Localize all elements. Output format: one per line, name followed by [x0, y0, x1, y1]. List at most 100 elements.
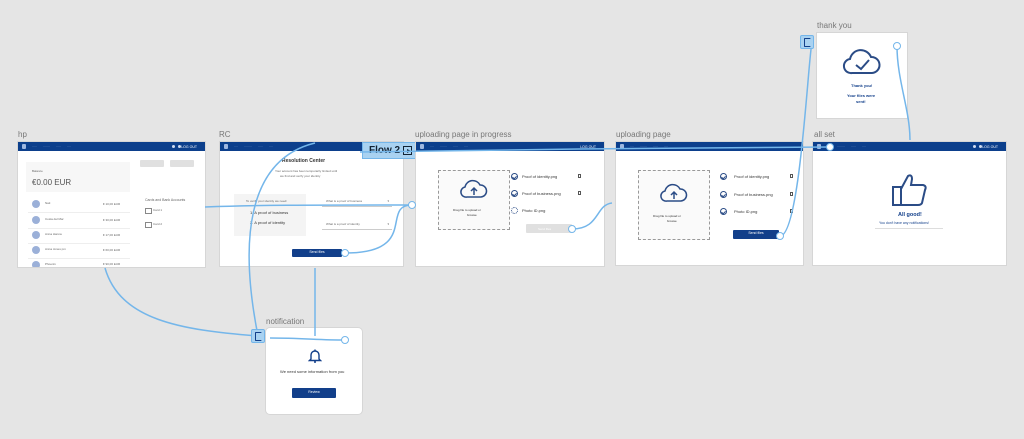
file-name: Photo ID.png — [734, 209, 758, 214]
requirements-title: To verify your identity we need: — [246, 199, 288, 203]
avatar — [32, 200, 40, 208]
top-nav: ···················· — [616, 142, 803, 151]
connection-node[interactable] — [826, 143, 834, 151]
bell-icon[interactable] — [973, 145, 976, 148]
connection-node[interactable] — [341, 336, 349, 344]
trash-icon[interactable] — [578, 174, 581, 178]
requirement-item: 1. A proof of business — [250, 210, 289, 215]
file-name: Proof of identity.png — [734, 174, 770, 179]
logo-icon — [420, 144, 424, 149]
gear-icon[interactable] — [178, 145, 181, 148]
avatar — [32, 261, 40, 267]
thumbs-up-icon — [892, 174, 927, 206]
cloud-check-icon — [842, 49, 881, 75]
connection-node[interactable] — [893, 42, 901, 50]
connection-node[interactable] — [408, 201, 416, 209]
rc-subtitle-1: Your account has been temporarily limite… — [275, 169, 338, 173]
trash-icon[interactable] — [578, 191, 581, 195]
gear-icon[interactable] — [979, 145, 982, 148]
chevron-down-icon: ▾ — [387, 199, 389, 203]
row-name: Costa del Mar — [45, 217, 64, 221]
card-icon — [145, 208, 152, 214]
frame-label-rc[interactable]: RC — [219, 130, 231, 139]
frame-rc[interactable]: ····················· Resolution Center … — [220, 142, 403, 266]
logo-icon — [22, 144, 26, 149]
top-nav: ····················· LOG OUT — [813, 142, 1006, 151]
row-amount: € 10,00 EUR — [103, 202, 121, 206]
business-select[interactable]: What is a proof of business ▾ — [322, 197, 392, 207]
flow-tag[interactable]: Flow 2 — [362, 142, 416, 159]
flow-start-icon[interactable] — [251, 329, 265, 343]
send-files-button-disabled[interactable]: Send files — [526, 224, 572, 233]
frame-hp[interactable]: ····················· LOG OUT Balance €0… — [18, 142, 205, 267]
file-name: Photo ID.png — [522, 208, 546, 213]
thank-you-title: Thank you! — [851, 83, 873, 88]
connection-notification-to-hp — [104, 267, 259, 337]
logout-link[interactable]: LOG OUT — [580, 144, 596, 149]
balance-card — [26, 162, 130, 192]
thank-you-line: sent! — [856, 99, 866, 104]
row-amount: € 17,00 EUR — [103, 233, 121, 237]
bell-icon — [308, 349, 322, 363]
card-2[interactable]: Card 2 — [153, 222, 163, 226]
frame-label-hp[interactable]: hp — [18, 130, 27, 139]
avatar — [32, 246, 40, 254]
balance-value: €0.00 EUR — [32, 178, 72, 187]
logo-icon — [620, 144, 624, 149]
drop-zone[interactable]: Drag file to upload or browse — [438, 170, 510, 230]
trash-icon[interactable] — [790, 209, 793, 213]
send-files-button[interactable]: Send files — [733, 230, 779, 239]
check-icon — [511, 190, 518, 197]
trash-icon[interactable] — [790, 174, 793, 178]
play-icon[interactable] — [403, 146, 412, 155]
send-button[interactable] — [140, 160, 164, 167]
request-button[interactable] — [170, 160, 194, 167]
all-good-sub: You don't have any notifications! — [879, 221, 929, 225]
row-name: Phoenix — [45, 262, 56, 266]
frame-label-all-set[interactable]: all set — [814, 130, 835, 139]
send-files-button[interactable]: Send files — [292, 249, 342, 257]
chevron-down-icon: ▾ — [387, 222, 389, 226]
row-name: Anna Jones pm — [45, 247, 66, 251]
avatar — [32, 231, 40, 239]
frame-uploading[interactable]: ···················· Drag file to upload… — [616, 142, 803, 265]
file-name: Proof of identity.png — [522, 174, 558, 179]
frame-label-thank-you[interactable]: thank you — [817, 21, 852, 30]
cloud-upload-icon — [660, 183, 688, 202]
connection-node[interactable] — [776, 232, 784, 240]
connection-node[interactable] — [341, 249, 349, 257]
logo-icon — [817, 144, 821, 149]
frame-label-uploading-progress[interactable]: uploading page in progress — [415, 130, 512, 139]
frame-thank-you[interactable]: Thank you! Your files were sent! — [817, 33, 907, 118]
check-icon — [720, 191, 727, 198]
balance-label: Balance — [32, 169, 43, 173]
row-amount: € 90,00 EUR — [103, 262, 121, 266]
logout-link[interactable]: LOG OUT — [181, 144, 197, 149]
review-button[interactable]: Review — [292, 388, 336, 398]
spinner-icon — [511, 207, 518, 214]
cloud-upload-icon — [460, 179, 488, 198]
row-amount: € 60,00 EUR — [103, 248, 121, 252]
card-1[interactable]: Card 1 — [153, 208, 163, 212]
avatar — [32, 216, 40, 224]
trash-icon[interactable] — [790, 192, 793, 196]
check-icon — [511, 173, 518, 180]
drop-zone[interactable]: Drag file to upload or browse — [638, 170, 710, 240]
connection-node[interactable] — [568, 225, 576, 233]
identity-select[interactable]: What is a proof of identity ▾ — [322, 220, 392, 230]
card-icon — [145, 222, 152, 228]
frame-all-set[interactable]: ····················· LOG OUT All good! … — [813, 142, 1006, 265]
row-name: Nati — [45, 201, 51, 205]
frame-label-uploading[interactable]: uploading page — [616, 130, 671, 139]
frame-uploading-progress[interactable]: ···················· LOG OUT Drag file t… — [416, 142, 604, 266]
top-nav: ····················· LOG OUT — [18, 142, 205, 151]
file-name: Proof of business.png — [734, 192, 773, 197]
bell-icon[interactable] — [172, 145, 175, 148]
notification-message: We need some information from you — [280, 369, 345, 374]
flow-start-icon[interactable] — [800, 35, 814, 49]
row-amount: € 30,00 EUR — [103, 218, 121, 222]
check-icon — [720, 208, 727, 215]
logout-link[interactable]: LOG OUT — [982, 144, 998, 149]
rc-title: Resolution Center — [282, 158, 326, 164]
frame-label-notification[interactable]: notification — [266, 317, 305, 326]
